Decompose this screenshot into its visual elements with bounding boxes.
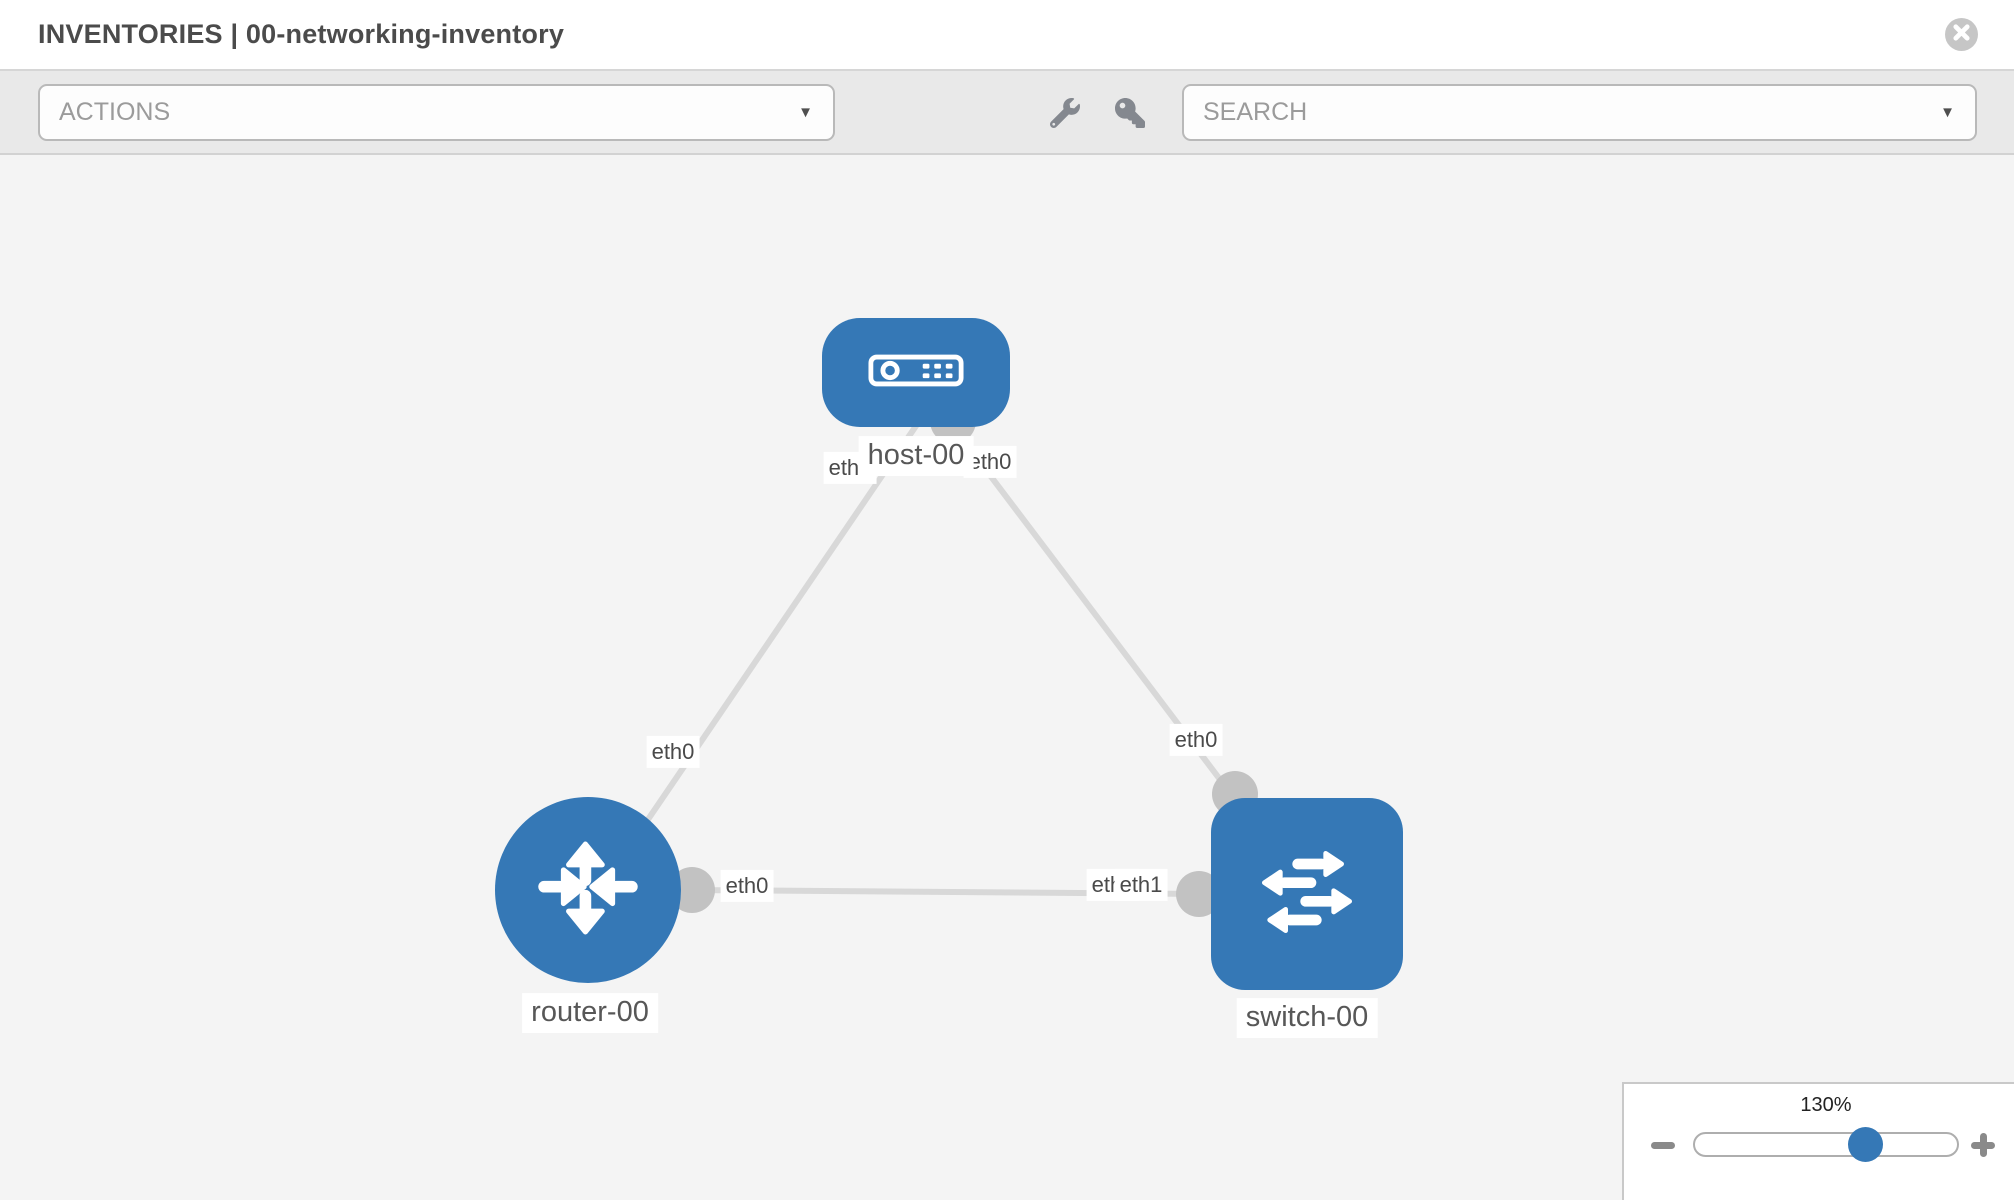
wrench-icon bbox=[1049, 98, 1080, 132]
interface-label-router-eth0-uplink: eth0 bbox=[646, 735, 700, 769]
actions-dropdown-label: ACTIONS bbox=[59, 98, 171, 126]
zoom-slider-thumb[interactable] bbox=[1848, 1127, 1883, 1162]
zoom-out-button[interactable] bbox=[1650, 1132, 1676, 1158]
topology-canvas[interactable]: eth0 eth0 eth0 eth0 eth0 eth0 eth1 host-… bbox=[0, 155, 2014, 1200]
window-header: INVENTORIES | 00-networking-inventory bbox=[0, 0, 2014, 71]
interface-label-switch-eth1-port: eth1 bbox=[1114, 868, 1168, 902]
link-host-switch bbox=[949, 423, 1271, 845]
zoom-control-panel: 130% bbox=[1622, 1082, 2014, 1200]
toolbar: ACTIONS ▼ SEARCH ▼ bbox=[0, 71, 2014, 155]
router-icon bbox=[526, 826, 650, 955]
node-host-00[interactable] bbox=[822, 318, 1010, 427]
search-input[interactable]: SEARCH bbox=[1203, 98, 1308, 126]
node-label-router-00: router-00 bbox=[522, 993, 658, 1033]
actions-dropdown[interactable]: ACTIONS ▼ bbox=[38, 84, 835, 141]
node-label-switch-00: switch-00 bbox=[1236, 998, 1378, 1038]
node-switch-00[interactable] bbox=[1211, 798, 1403, 990]
chevron-down-icon: ▼ bbox=[798, 104, 813, 121]
zoom-in-button[interactable] bbox=[1970, 1132, 1996, 1158]
interface-label-switch-eth0-uplink: eth0 bbox=[1169, 723, 1223, 757]
wrench-button[interactable] bbox=[1049, 98, 1080, 129]
close-icon bbox=[1952, 23, 1971, 47]
key-button[interactable] bbox=[1115, 97, 1145, 128]
page-title: INVENTORIES | 00-networking-inventory bbox=[38, 19, 565, 49]
link-host-router bbox=[597, 418, 923, 892]
chevron-down-icon: ▼ bbox=[1940, 104, 1955, 121]
zoom-level-value: 130% bbox=[1800, 1094, 1852, 1116]
host-icon bbox=[868, 354, 964, 392]
key-icon bbox=[1115, 97, 1145, 132]
node-router-00[interactable] bbox=[495, 797, 681, 983]
search-dropdown[interactable]: SEARCH ▼ bbox=[1182, 84, 1977, 141]
close-button[interactable] bbox=[1945, 18, 1978, 51]
interface-label-router-eth0-port: eth0 bbox=[720, 869, 774, 903]
zoom-slider-track[interactable] bbox=[1693, 1132, 1959, 1157]
plus-icon bbox=[1979, 1133, 1987, 1157]
node-label-host-00: host-00 bbox=[858, 436, 974, 476]
minus-icon bbox=[1651, 1142, 1675, 1149]
topology-links bbox=[597, 418, 1271, 897]
switch-icon bbox=[1243, 828, 1371, 961]
